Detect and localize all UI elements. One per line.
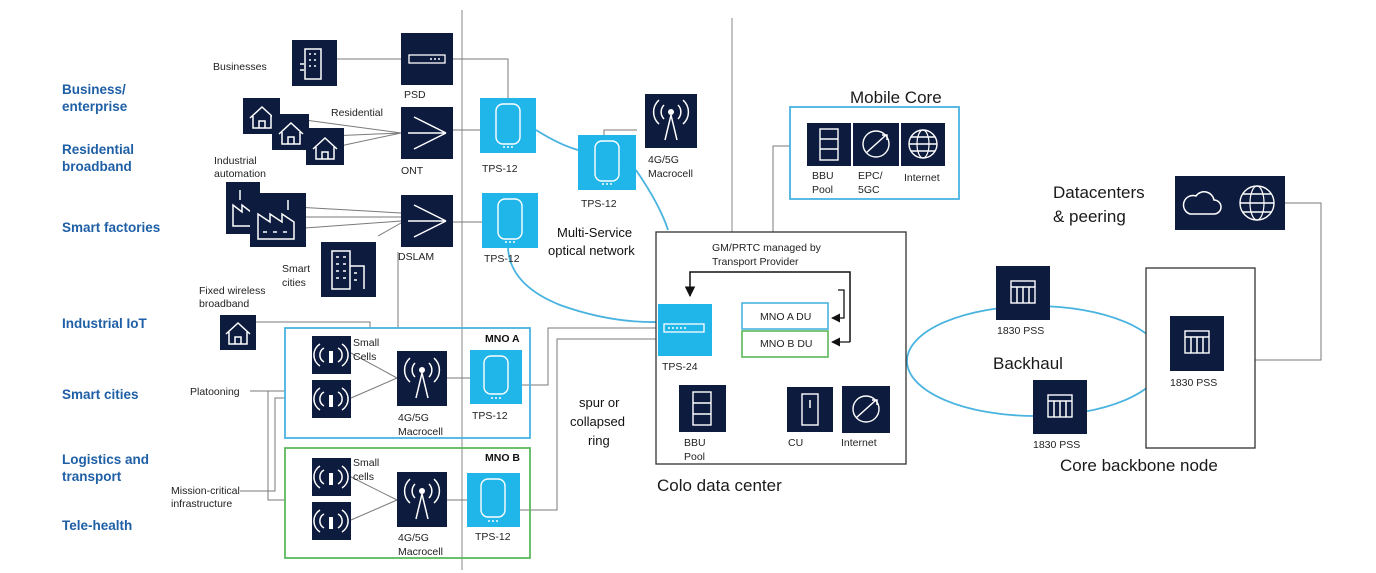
label-epc: EPC/ 5GC xyxy=(858,170,885,196)
label-tps12: TPS-12 xyxy=(482,163,518,175)
label-mobile-core: Mobile Core xyxy=(850,88,942,107)
label-ont: ONT xyxy=(401,165,424,177)
segment-factories: Smart factories xyxy=(62,220,160,235)
label-smart-cities: Smart cities xyxy=(282,263,313,289)
house-icon xyxy=(306,128,344,165)
label-tps12: TPS-12 xyxy=(475,531,511,543)
label-psd: PSD xyxy=(404,89,426,101)
mno-b-du-box xyxy=(741,330,829,358)
mobile-core-box xyxy=(789,106,960,200)
label-datacenters: Datacenters & peering xyxy=(1053,183,1149,226)
label-internet: Internet xyxy=(841,437,877,449)
dslam-splitter-icon xyxy=(401,195,453,247)
tps12-icon xyxy=(482,193,538,248)
label-businesses: Businesses xyxy=(213,61,267,73)
globe-icon xyxy=(901,123,945,166)
macrocell-antenna-icon xyxy=(397,351,447,406)
label-pss: 1830 PSS xyxy=(997,325,1044,337)
label-fixed-wireless: Fixed wireless broadband xyxy=(199,285,268,310)
mno-a-du-box xyxy=(741,302,829,330)
label-mno-b-du: MNO B DU xyxy=(760,338,813,350)
house-icon xyxy=(272,114,309,150)
label-tps24: TPS-24 xyxy=(662,361,698,373)
label-tps12: TPS-12 xyxy=(581,198,617,210)
mno-b-box xyxy=(284,447,531,559)
small-cell-icon xyxy=(312,502,351,540)
psd-icon xyxy=(401,33,453,85)
label-bbu-pool: BBU Pool xyxy=(812,170,837,196)
segment-cities: Smart cities xyxy=(62,387,139,402)
label-macrocell: 4G/5G Macrocell xyxy=(398,412,443,438)
label-mno-a-du: MNO A DU xyxy=(760,311,811,323)
epc-cycle-icon xyxy=(853,123,899,166)
label-industrial: Industrial automation xyxy=(214,155,266,180)
small-cell-icon xyxy=(312,336,351,374)
label-macrocell: 4G/5G Macrocell xyxy=(398,532,443,558)
segment-business: Business/ enterprise xyxy=(62,82,130,114)
label-mission-critical: Mission-critical infrastructure xyxy=(171,485,243,510)
house-icon xyxy=(220,315,256,350)
optical-ring-access xyxy=(507,129,669,323)
cu-icon xyxy=(787,387,833,432)
label-macrocell: 4G/5G Macrocell xyxy=(648,154,693,180)
label-small-cells: Small Cells xyxy=(353,337,382,363)
pss-icon xyxy=(1033,380,1087,434)
label-multi-service: Multi-Service optical network xyxy=(548,225,636,258)
label-platooning: Platooning xyxy=(190,386,240,398)
building-icon xyxy=(292,40,337,86)
label-tps12: TPS-12 xyxy=(472,410,508,422)
segment-residential: Residential broadband xyxy=(62,142,138,174)
tps12-icon xyxy=(480,98,536,153)
tps12-icon xyxy=(470,350,522,404)
ont-splitter-icon xyxy=(401,107,453,159)
label-backhaul: Backhaul xyxy=(993,354,1063,373)
mno-a-box xyxy=(284,327,531,439)
gm-prtc-arrows xyxy=(684,271,851,347)
label-spur: spur or collapsed ring xyxy=(570,395,629,448)
tps24-icon xyxy=(658,304,712,356)
tps12-icon xyxy=(578,135,636,190)
macrocell-antenna-icon xyxy=(397,472,447,527)
segment-logistics: Logistics and transport xyxy=(62,452,153,484)
label-residential: Residential xyxy=(331,107,383,119)
label-pss: 1830 PSS xyxy=(1033,439,1080,451)
segment-iot: Industrial IoT xyxy=(62,316,148,331)
globe-icon xyxy=(1239,185,1275,221)
label-cu: CU xyxy=(788,437,803,449)
label-mno-a: MNO A xyxy=(485,333,520,345)
label-bbu-pool: BBU Pool xyxy=(684,437,709,463)
bbu-pool-icon xyxy=(679,385,726,432)
macrocell-antenna-icon xyxy=(645,94,697,148)
pss-icon xyxy=(996,266,1050,320)
tps12-icon xyxy=(467,473,520,527)
label-internet: Internet xyxy=(904,172,940,184)
label-gm-prtc: GM/PRTC managed by Transport Provider xyxy=(712,242,824,268)
small-cell-icon xyxy=(312,380,351,418)
label-dslam: DSLAM xyxy=(398,251,434,263)
segment-health: Tele-health xyxy=(62,518,132,533)
label-small-cells: Small cells xyxy=(353,457,382,483)
label-tps12: TPS-12 xyxy=(484,253,520,265)
internet-cycle-icon xyxy=(842,386,890,433)
label-pss: 1830 PSS xyxy=(1170,377,1217,389)
pss-icon xyxy=(1170,316,1224,371)
label-core-node: Core backbone node xyxy=(1060,456,1218,475)
factory-icon xyxy=(250,193,306,247)
label-mno-b: MNO B xyxy=(485,452,520,464)
label-colo: Colo data center xyxy=(657,476,782,495)
city-building-icon xyxy=(321,242,376,297)
bbu-pool-icon xyxy=(807,123,851,166)
small-cell-icon xyxy=(312,458,351,496)
